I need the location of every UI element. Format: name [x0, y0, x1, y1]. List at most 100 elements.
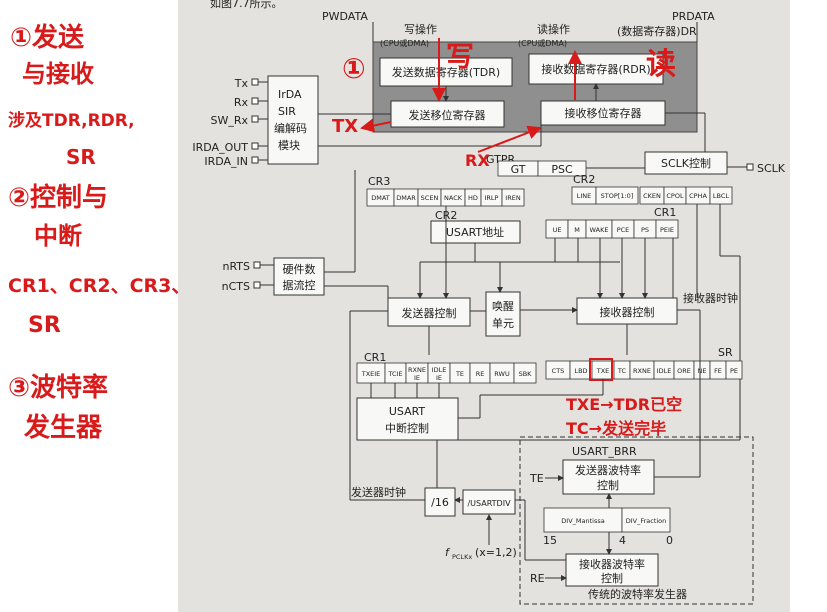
svg-text:LBCL: LBCL	[713, 192, 730, 200]
int-ctrl-line-2: 中断控制	[385, 421, 429, 435]
svg-text:LBD: LBD	[574, 367, 587, 375]
cpu-dma-read: (CPU或DMA)	[518, 38, 567, 48]
tx-control-label: 发送器控制	[402, 306, 457, 320]
pin-ncts: nCTS	[222, 280, 250, 293]
cr1-bits: UE M WAKE PCE PS PEIE	[545, 219, 679, 239]
irda-line-1: IrDA	[278, 88, 302, 101]
fpclk-label: f	[445, 546, 451, 559]
svg-text:PE: PE	[730, 367, 738, 375]
usartdiv-block	[462, 489, 516, 515]
pin-labels: Tx Rx SW_Rx IRDA_OUT IRDA_IN nRTS nCTS S…	[192, 77, 785, 293]
svg-text:IDLE: IDLE	[657, 367, 672, 375]
svg-text:PEIE: PEIE	[660, 226, 674, 234]
cr3-label: CR3	[368, 175, 390, 188]
handwritten-notes: ①发送 与接收 涉及TDR,RDR, SR ②控制与 中断 CR1、CR2、CR…	[8, 22, 682, 443]
div-mantissa-label: DIV_Mantissa	[561, 517, 604, 525]
svg-text:STOP[1:0]: STOP[1:0]	[601, 192, 634, 200]
svg-text:WAKE: WAKE	[590, 226, 609, 234]
svg-text:IREN: IREN	[505, 194, 521, 202]
hw-flow-control-block	[273, 257, 325, 296]
hw-flow-line-1: 硬件数	[283, 263, 316, 276]
hw-flow-line-2: 据流控	[283, 278, 316, 292]
mark-read: 读	[646, 47, 676, 82]
rx-control-label: 接收器控制	[600, 305, 655, 319]
svg-text:NACK: NACK	[444, 194, 463, 202]
note2-line-1: ②控制与	[8, 183, 108, 213]
tc-note: TC→发送完毕	[566, 419, 666, 438]
mark-write: 写	[446, 40, 474, 73]
note1-line-2: 与接收	[22, 60, 94, 88]
note1-line-3: 涉及TDR,RDR,	[8, 111, 135, 131]
svg-text:CTS: CTS	[552, 367, 565, 375]
rx-clock-label: 接收器时钟	[683, 291, 738, 305]
pwdata-label: PWDATA	[322, 10, 368, 23]
svg-text:SBK: SBK	[519, 370, 533, 378]
baud-generator-label: 传统的波特率发生器	[588, 587, 687, 601]
note3-line-2: 发生器	[23, 412, 103, 443]
svg-text:DMAT: DMAT	[371, 194, 390, 202]
irda-line-4: 模块	[278, 139, 300, 152]
svg-text:IRLP: IRLP	[485, 194, 499, 202]
txe-highlight-box	[589, 358, 613, 381]
bit-0-label: 0	[666, 534, 673, 547]
rx-shift-label: 接收移位寄存器	[565, 106, 642, 120]
cr1-lower-label: CR1	[364, 351, 386, 364]
svg-text:M: M	[574, 226, 580, 234]
svg-text:LINE: LINE	[577, 192, 592, 200]
sr-label: SR	[718, 346, 733, 359]
int-ctrl-line-1: USART	[389, 405, 426, 418]
wakeup-line-1: 唤醒	[492, 299, 514, 313]
div16-label: /16	[431, 496, 449, 509]
te-label: TE	[529, 472, 544, 485]
header-fragment: 如图7.7所示。	[210, 0, 283, 10]
prdata-label: PRDATA	[672, 10, 715, 23]
rx-baud-line-2: 控制	[601, 571, 623, 585]
svg-text:DMAR: DMAR	[396, 194, 416, 202]
cr3-bits: DMAT DMAR SCEN NACK HD IRLP IREN	[366, 188, 525, 207]
tx-clock-label: 发送器时钟	[351, 485, 406, 499]
rx-shift-register	[540, 100, 666, 126]
svg-text:RXNE: RXNE	[633, 367, 651, 375]
cr2-bits: LINE STOP[1:0] CKEN CPOL CPHA LBCL	[571, 186, 733, 205]
tx-baud-line-2: 控制	[597, 478, 619, 492]
note2-regs: CR1、CR2、CR3、	[8, 275, 190, 297]
note1-line-4: SR	[66, 145, 96, 169]
gt-label: GT	[511, 163, 526, 176]
mark-tx: TX	[332, 116, 358, 137]
pin-irda-out: IRDA_OUT	[192, 141, 248, 154]
txe-note: TXE→TDR已空	[566, 395, 682, 414]
svg-text:RWU: RWU	[494, 370, 510, 378]
div-fraction-cell	[621, 507, 671, 533]
svg-text:TXEIE: TXEIE	[361, 370, 381, 378]
rx-control-block	[576, 297, 678, 325]
svg-text:FE: FE	[714, 367, 722, 375]
pin-squares	[251, 78, 754, 289]
psc-label: PSC	[551, 163, 573, 176]
mark-rx: RX	[465, 151, 490, 170]
cr1-label: CR1	[654, 206, 676, 219]
read-op-label: 读操作	[537, 22, 570, 36]
svg-text:CPOL: CPOL	[666, 192, 684, 200]
svg-text:UE: UE	[553, 226, 562, 234]
svg-text:IE: IE	[414, 374, 420, 382]
svg-text:PCE: PCE	[617, 226, 630, 234]
div16-block	[424, 487, 456, 517]
note3-line-1: ③波特率	[8, 372, 108, 403]
pin-sclk: SCLK	[757, 162, 786, 175]
usart-interrupt-block	[356, 397, 459, 441]
svg-text:ORE: ORE	[677, 367, 691, 375]
irda-line-3: 编解码	[274, 121, 307, 135]
pin-rx: Rx	[234, 96, 249, 109]
usartdiv-label: /USARTDIV	[467, 499, 511, 508]
mark-circle-1: ①	[342, 52, 366, 85]
sr-bits: CTS LBD TXE TC RXNE IDLE ORE NE FE PE	[545, 360, 743, 380]
sclk-control-block	[644, 151, 728, 175]
irda-line-2: SIR	[278, 105, 296, 118]
rdr-label: 接收数据寄存器(RDR)	[541, 62, 650, 76]
cr2-label: CR2	[573, 173, 595, 186]
rx-baud-line-1: 接收器波特率	[579, 557, 645, 571]
svg-text:CKEN: CKEN	[643, 192, 661, 200]
write-op-label: 写操作	[404, 22, 437, 36]
